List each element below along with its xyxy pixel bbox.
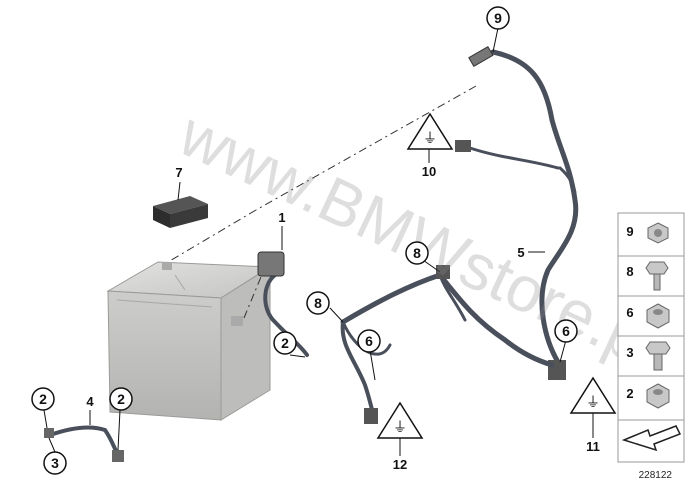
cable-1-terminal <box>257 251 285 277</box>
warning-triangle-12: ⏚ <box>376 401 424 439</box>
svg-text:2: 2 <box>117 391 125 407</box>
svg-text:9: 9 <box>494 10 502 26</box>
callout-10: 10 <box>422 164 436 179</box>
hex-nut-icon <box>647 222 669 244</box>
hex-nut-icon <box>646 303 670 329</box>
callout-3: 3 <box>43 451 67 475</box>
battery-terminal-positive <box>231 316 243 326</box>
callout-8a: 8 <box>405 241 429 265</box>
svg-text:2: 2 <box>281 335 289 351</box>
cable-1 <box>263 273 309 357</box>
callout-2a: 2 <box>273 331 297 355</box>
callout-6b: 6 <box>554 319 578 343</box>
part-number-label: 228122 <box>639 470 673 481</box>
cable-8-clip <box>436 265 450 279</box>
hex-bolt-icon <box>645 341 671 371</box>
svg-text:⏚: ⏚ <box>393 420 407 436</box>
sidebar-number-6: 6 <box>626 305 633 320</box>
cable-5 <box>468 49 579 365</box>
sidebar-number-2: 2 <box>626 386 633 401</box>
callout-2b: 2 <box>31 387 55 411</box>
callout-8b: 8 <box>306 291 330 315</box>
callout-7: 7 <box>175 165 182 180</box>
callout-2c: 2 <box>109 387 133 411</box>
cable-5-connector <box>455 140 471 152</box>
hex-nut-icon <box>646 383 670 409</box>
direction-arrow-icon <box>621 425 682 452</box>
svg-text:⏚: ⏚ <box>423 131 437 147</box>
cable-8-terminal <box>364 408 378 424</box>
sidebar-number-9: 9 <box>626 224 633 239</box>
svg-text:8: 8 <box>413 245 421 261</box>
callout-9: 9 <box>486 6 510 30</box>
svg-text:6: 6 <box>562 323 570 339</box>
svg-text:8: 8 <box>314 295 322 311</box>
warning-triangle-10: ⏚ <box>406 112 454 150</box>
callout-4: 4 <box>86 394 94 409</box>
callout-5: 5 <box>517 245 524 260</box>
callout-1: 1 <box>278 210 285 225</box>
parts-sidebar: 9 8 6 3 2 <box>617 212 685 463</box>
bolt-icon <box>645 261 669 291</box>
cable-4-terminal-b <box>112 450 124 462</box>
cable-4 <box>48 425 120 457</box>
warning-triangle-11: ⏚ <box>569 376 617 414</box>
battery <box>106 261 272 421</box>
svg-text:6: 6 <box>365 333 373 349</box>
cable-5-terminal <box>468 45 494 68</box>
cable-4-terminal-a <box>44 428 54 438</box>
callout-leaders <box>43 27 567 453</box>
battery-terminal-negative <box>162 262 172 270</box>
sidebar-number-3: 3 <box>626 345 633 360</box>
part-7-box <box>153 196 208 228</box>
callout-6a: 6 <box>357 329 381 353</box>
callout-11: 11 <box>586 439 600 454</box>
dashed-leaders <box>167 85 477 319</box>
svg-text:⏚: ⏚ <box>586 395 600 411</box>
sidebar-number-8: 8 <box>626 264 633 279</box>
svg-text:2: 2 <box>39 391 47 407</box>
svg-text:3: 3 <box>51 455 59 471</box>
callout-12: 12 <box>393 457 407 472</box>
